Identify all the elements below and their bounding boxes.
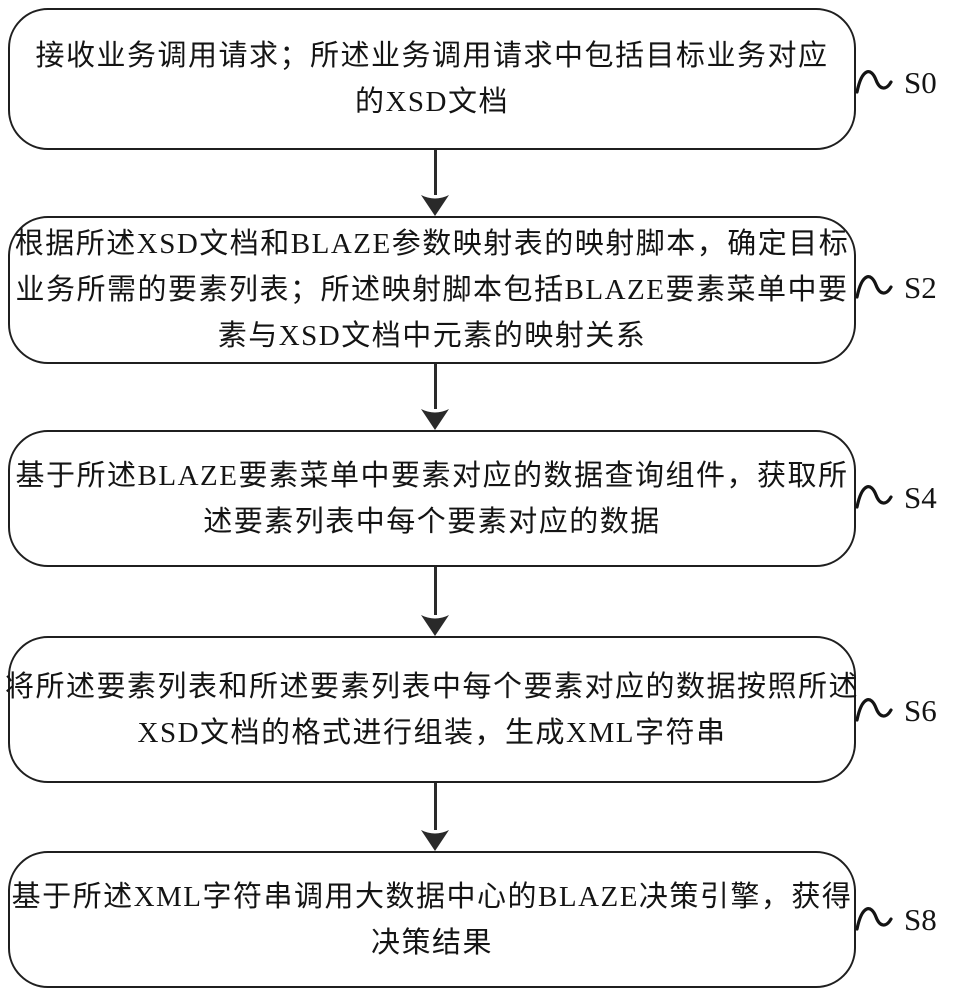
flow-arrow xyxy=(421,150,449,216)
step-label-s2: S2 xyxy=(855,271,937,303)
arrowhead-icon xyxy=(421,615,449,636)
step-label-s0: S0 xyxy=(855,66,937,98)
step-text-line: XSD文档的格式进行组装，生成XML字符串 xyxy=(137,716,727,749)
step-box-s8: 基于所述XML字符串调用大数据中心的BLAZE决策引擎，获得 决策结果 xyxy=(8,851,856,988)
flow-arrow xyxy=(421,364,449,430)
step-id: S0 xyxy=(904,64,937,100)
step-text-line: 根据所述XSD文档和BLAZE参数映射表的映射脚本，确定目标 xyxy=(14,228,850,260)
step-label-s4: S4 xyxy=(855,481,937,513)
step-box-s0: 接收业务调用请求；所述业务调用请求中包括目标业务对应 的XSD文档 xyxy=(8,8,856,150)
step-text-line: 基于所述XML字符串调用大数据中心的BLAZE决策引擎，获得 xyxy=(11,880,853,913)
wave-connector-icon xyxy=(855,698,893,722)
step-text-line: 素与XSD文档中元素的映射关系 xyxy=(217,320,647,352)
step-box-s4: 基于所述BLAZE要素菜单中要素对应的数据查询组件，获取所 述要素列表中每个要素… xyxy=(8,430,856,567)
wave-connector-icon xyxy=(855,275,893,299)
arrowhead-icon xyxy=(421,830,449,851)
step-text-line: 将所述要素列表和所述要素列表中每个要素对应的数据按照所述 xyxy=(5,670,860,703)
step-id: S4 xyxy=(904,479,937,515)
step-label-s6: S6 xyxy=(855,694,937,726)
arrow-shaft xyxy=(433,364,437,409)
arrowhead-icon xyxy=(421,195,449,216)
flow-arrow xyxy=(421,783,449,851)
step-id: S2 xyxy=(904,269,937,305)
step-text-line: 基于所述BLAZE要素菜单中要素对应的数据查询组件，获取所 xyxy=(15,459,849,492)
step-text-line: 决策结果 xyxy=(370,926,493,959)
arrow-shaft xyxy=(433,567,437,615)
step-box-s6: 将所述要素列表和所述要素列表中每个要素对应的数据按照所述 XSD文档的格式进行组… xyxy=(5,636,860,783)
wave-connector-icon xyxy=(855,70,893,94)
arrow-shaft xyxy=(433,150,437,195)
step-text-line: 接收业务调用请求；所述业务调用请求中包括目标业务对应 xyxy=(35,40,829,72)
step-text-line: 述要素列表中每个要素对应的数据 xyxy=(203,505,661,538)
wave-connector-icon xyxy=(855,907,893,931)
step-text-line: 业务所需的要素列表；所述映射脚本包括BLAZE要素菜单中要 xyxy=(15,274,849,306)
flow-arrow xyxy=(421,567,449,636)
step-box-s2: 根据所述XSD文档和BLAZE参数映射表的映射脚本，确定目标 业务所需的要素列表… xyxy=(8,216,856,364)
step-label-s8: S8 xyxy=(855,903,937,935)
step-id: S6 xyxy=(904,692,937,728)
step-text-line: 的XSD文档 xyxy=(354,86,509,118)
step-id: S8 xyxy=(904,901,937,937)
arrow-shaft xyxy=(433,783,437,830)
arrowhead-icon xyxy=(421,409,449,430)
wave-connector-icon xyxy=(855,485,893,509)
